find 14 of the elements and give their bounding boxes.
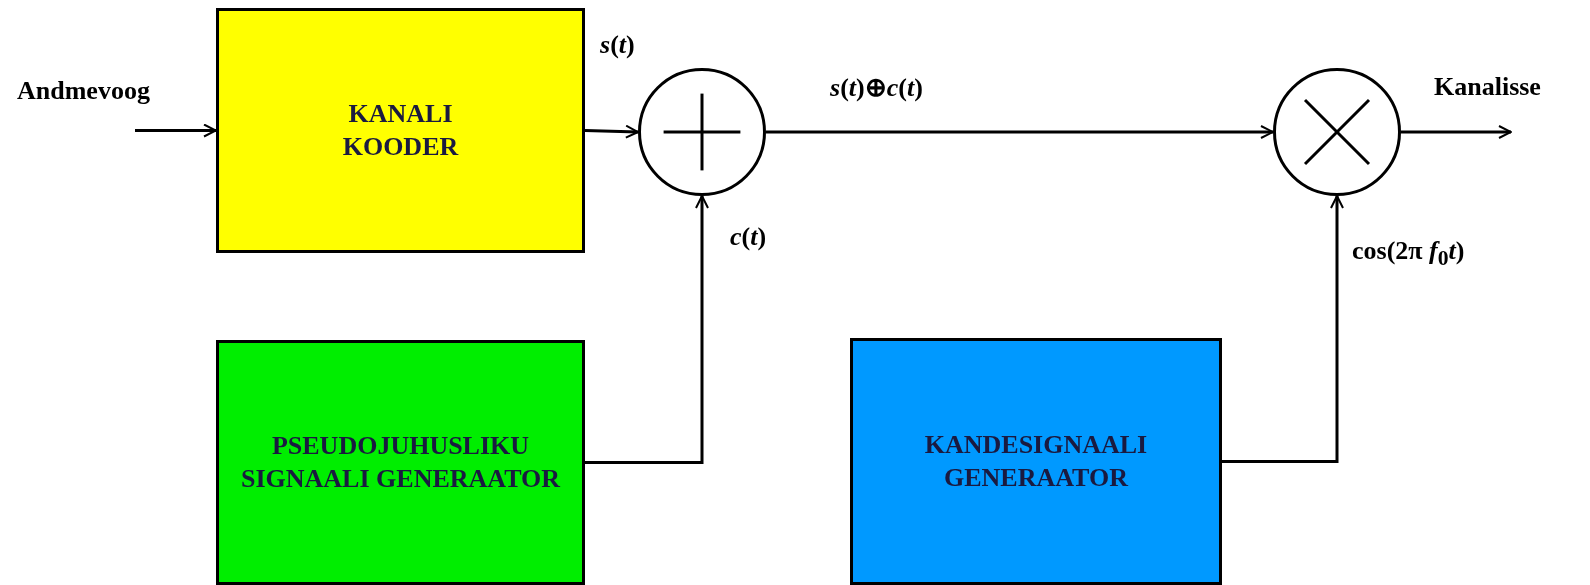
process-box [216, 340, 585, 585]
process-box [850, 338, 1222, 585]
box-label: KANDESIGNAALI GENERAATOR [923, 429, 1149, 494]
arrow [1401, 125, 1512, 139]
arrow [1222, 195, 1344, 463]
arrow [585, 195, 709, 464]
summing-junction [638, 68, 766, 196]
box-label: PSEUDOJUHUSLIKU SIGNAALI GENERAATOR [239, 430, 562, 495]
multiplier-junction [1273, 68, 1401, 196]
arrow [135, 123, 217, 138]
box-label: KANALI KOODER [341, 98, 460, 163]
process-box [216, 8, 585, 253]
arrow [584, 124, 639, 139]
arrow [766, 125, 1274, 139]
